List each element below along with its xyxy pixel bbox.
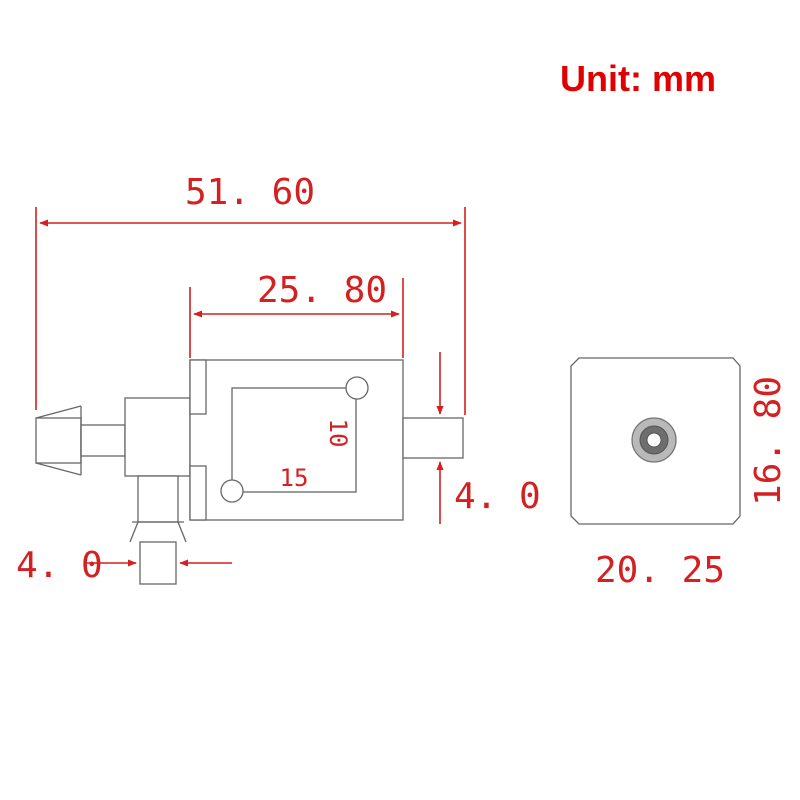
overall-length-label: 51. 60	[185, 172, 315, 213]
inlet-diameter-label: 4. 0	[16, 545, 103, 586]
end-view: 20. 25 16. 80	[570, 357, 789, 591]
unit-title: Unit: mm	[560, 58, 716, 99]
side-view: 51. 60 25. 80 10 15 4. 0 4. 0	[16, 172, 541, 586]
valve-body	[189, 359, 404, 521]
outlet-diameter-label: 4. 0	[454, 476, 541, 517]
inlet-diameter-dimension: 4. 0	[16, 545, 232, 586]
mount-hole	[220, 479, 244, 503]
hole-spacing-vertical-label: 10	[324, 419, 352, 448]
body-length-dimension: 25. 80	[189, 270, 404, 358]
mount-hole	[345, 376, 369, 400]
overall-length-dimension: 51. 60	[35, 172, 466, 415]
end-width-label: 20. 25	[595, 550, 725, 591]
port-hole	[646, 432, 662, 448]
hole-spacing-horizontal-label: 15	[280, 464, 309, 492]
mount-hole-pattern	[231, 387, 357, 493]
inlet-barb	[35, 405, 126, 476]
outlet-port	[402, 417, 464, 459]
outlet-diameter-dimension: 4. 0	[436, 352, 541, 524]
bottom-barb	[129, 475, 187, 585]
tee-connector	[124, 397, 191, 477]
body-length-label: 25. 80	[257, 270, 387, 311]
end-height-label: 16. 80	[748, 376, 789, 506]
